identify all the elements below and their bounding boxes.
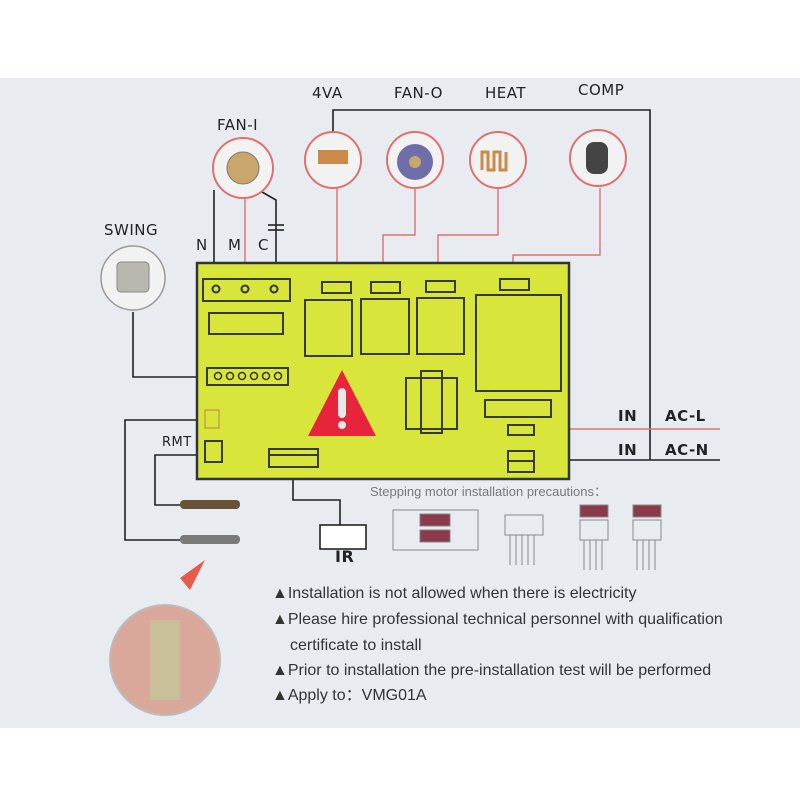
- compressor-icon: [569, 129, 627, 187]
- swing-motor-icon: [100, 245, 166, 311]
- label-n: N: [196, 236, 208, 254]
- label-rmt: RMT: [162, 435, 192, 450]
- fan-i-motor-icon: [212, 137, 274, 199]
- note-2-cont: certificate to install: [290, 637, 422, 654]
- note-1: ▲Installation is not allowed when there …: [272, 585, 636, 602]
- stepping-motor-diagrams: [392, 504, 662, 570]
- installation-photo: [109, 604, 221, 716]
- label-in-l: IN: [618, 407, 637, 425]
- ir-receiver-box: [319, 524, 367, 550]
- stepping-motor-title: Stepping motor installation precautions：: [370, 484, 607, 499]
- 4va-valve-icon: [304, 131, 362, 189]
- fan-o-motor-icon: [386, 131, 444, 189]
- heater-icon: [469, 131, 527, 189]
- label-swing: SWING: [104, 221, 158, 239]
- note-3: ▲Prior to installation the pre-installat…: [272, 662, 711, 679]
- temperature-sensor: [180, 500, 240, 509]
- label-ir: IR: [335, 547, 354, 566]
- label-heat: HEAT: [485, 84, 526, 102]
- label-fan-o: FAN-O: [394, 84, 443, 102]
- label-comp: COMP: [578, 81, 624, 99]
- label-in-n: IN: [618, 441, 637, 459]
- label-c: C: [258, 236, 269, 254]
- label-ac-l: AC-L: [665, 407, 706, 425]
- arrow-icon: [180, 560, 205, 590]
- label-m: M: [228, 236, 241, 254]
- label-ac-n: AC-N: [665, 441, 709, 459]
- label-4va: 4VA: [312, 84, 343, 102]
- note-2: ▲Please hire professional technical pers…: [272, 611, 723, 628]
- temperature-sensor: [180, 535, 240, 544]
- label-fan-i: FAN-I: [217, 116, 258, 134]
- note-4: ▲Apply to：VMG01A: [272, 687, 427, 704]
- control-board: [195, 261, 571, 481]
